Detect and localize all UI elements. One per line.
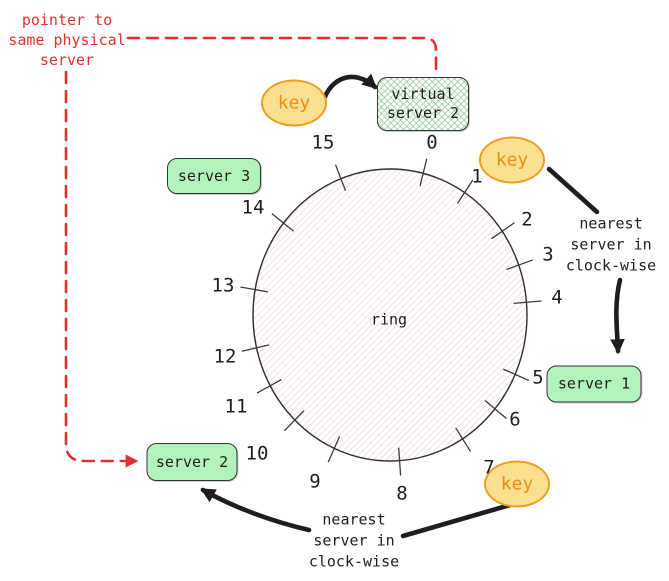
- line-key-to-bottom-annotation: [400, 502, 513, 539]
- ring-tick-label: 5: [532, 366, 544, 389]
- line-key-to-right-annotation: [546, 166, 600, 215]
- annotation-nearest-server-right: nearest server in clock-wise: [565, 214, 657, 275]
- key-oval-bottom: key: [484, 460, 550, 508]
- virtual-server-2-box: virtual server 2: [377, 77, 469, 131]
- ring-tick-mark: [334, 164, 347, 192]
- server-3-box: server 3: [167, 158, 261, 194]
- hash-ring-circle: [252, 168, 528, 462]
- ring-tick-label: 12: [213, 345, 237, 368]
- ring-tick-mark: [283, 410, 305, 432]
- arrow-annotation-to-server2: [200, 487, 312, 533]
- ring-tick-label: 0: [426, 131, 438, 154]
- ring-tick-label: 2: [521, 208, 533, 231]
- key-oval-top: key: [261, 79, 327, 127]
- ring-tick-mark: [240, 286, 268, 293]
- ring-tick-mark: [256, 378, 282, 394]
- key-oval-right: key: [479, 136, 545, 184]
- ring-tick-label: 10: [245, 442, 269, 465]
- ring-tick-label: 6: [509, 408, 521, 431]
- ring-tick-mark: [398, 447, 402, 476]
- red-dashed-arrow-to-server2: [64, 70, 139, 468]
- ring-tick-label: 11: [224, 395, 248, 418]
- ring-tick-label: 4: [551, 286, 563, 309]
- ring-tick-label: 14: [241, 196, 265, 219]
- ring-tick-mark: [503, 368, 530, 382]
- ring-tick-label: 15: [311, 131, 335, 154]
- ring-tick-mark: [456, 179, 474, 204]
- ring-tick-mark: [513, 300, 542, 305]
- ring-tick-mark: [455, 427, 472, 452]
- red-dashed-line-to-virtual-server: [126, 36, 438, 76]
- ring-tick-label: 3: [542, 243, 554, 266]
- server-1-box: server 1: [546, 365, 642, 403]
- ring-tick-mark: [506, 259, 534, 271]
- arrow-annotation-to-server1: [610, 277, 625, 354]
- ring-tick-label: 1: [471, 165, 483, 188]
- ring-tick-mark: [327, 436, 341, 463]
- ring-tick-mark: [241, 344, 270, 352]
- note-pointer-same-physical-server: pointer to same physical server: [8, 11, 126, 69]
- arrow-key-to-virtual-server: [320, 73, 378, 105]
- ring-tick-mark: [491, 222, 515, 240]
- server-2-box: server 2: [146, 443, 238, 481]
- ring-label: ring: [370, 310, 408, 329]
- ring-tick-label: 7: [483, 456, 495, 479]
- annotation-nearest-server-bottom: nearest server in clock-wise: [308, 510, 400, 571]
- ring-tick-mark: [419, 158, 428, 187]
- ring-tick-marks: [240, 158, 542, 476]
- ring-tick-label: 13: [211, 274, 235, 297]
- ring-tick-label: 9: [309, 470, 321, 493]
- ring-tick-label: 8: [396, 482, 408, 505]
- ring-tick-mark: [484, 399, 507, 419]
- ring-tick-mark: [271, 213, 295, 232]
